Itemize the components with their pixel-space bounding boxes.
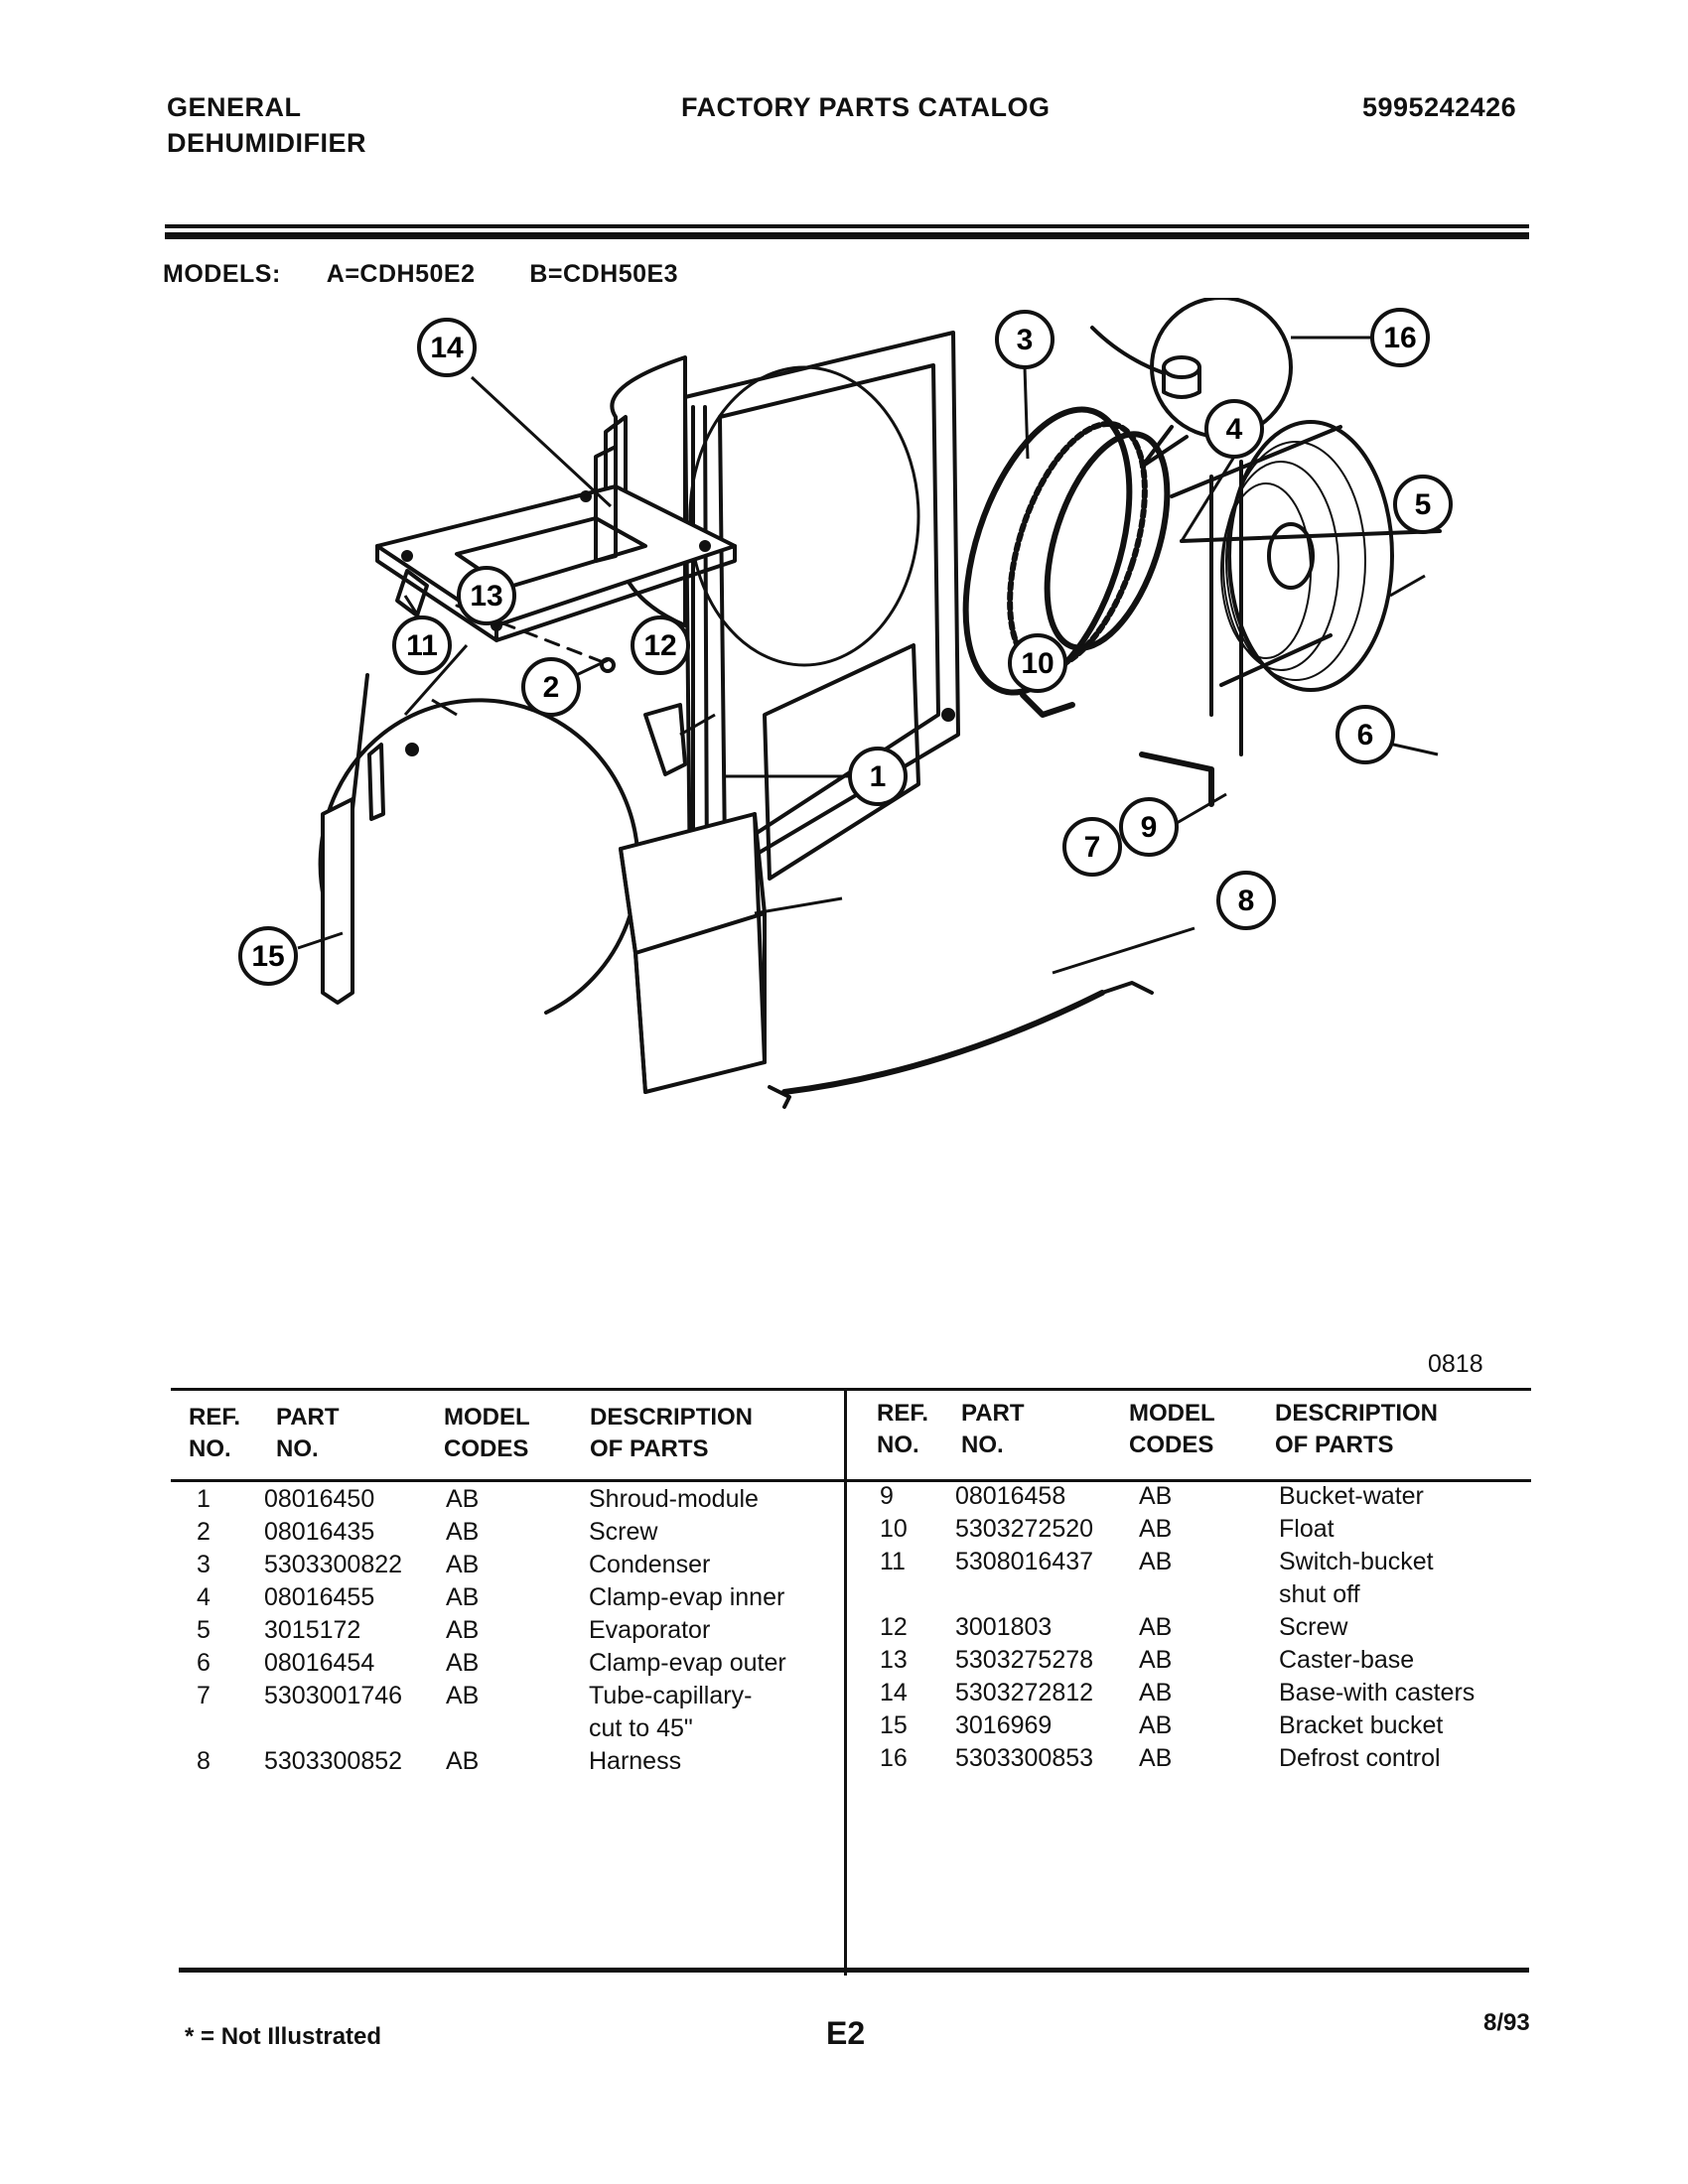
table-header-rule bbox=[171, 1479, 1531, 1482]
catalog-number: 5995242426 bbox=[1362, 92, 1517, 122]
callout-9: 9 bbox=[1141, 811, 1158, 844]
header-rule-bottom bbox=[165, 232, 1529, 239]
callout-5: 5 bbox=[1415, 488, 1432, 521]
switch-bucket-detail bbox=[318, 673, 640, 1015]
callout-1: 1 bbox=[870, 760, 887, 793]
revision-date: 8/93 bbox=[1483, 2009, 1530, 2036]
evaporator bbox=[1170, 420, 1442, 756]
callout-16: 16 bbox=[1383, 322, 1416, 354]
screw bbox=[600, 657, 616, 673]
float bbox=[643, 703, 687, 776]
diagram-code: 0818 bbox=[1428, 1350, 1483, 1378]
callout-10: 10 bbox=[1021, 647, 1054, 680]
callout-7: 7 bbox=[1084, 831, 1101, 864]
callout-4: 4 bbox=[1226, 413, 1243, 446]
shroud-module bbox=[604, 331, 960, 895]
callout-2: 2 bbox=[543, 671, 560, 704]
table-center-divider bbox=[844, 1388, 847, 1976]
left-header-ref: REF.NO. bbox=[189, 1404, 241, 1462]
capillary-tube bbox=[1139, 751, 1214, 807]
callout-15: 15 bbox=[251, 940, 284, 973]
callout-14: 14 bbox=[430, 332, 464, 364]
brand-line: GENERAL bbox=[167, 92, 302, 122]
footer-note: * = Not Illustrated bbox=[185, 2023, 382, 2050]
models-line: MODELS: A=CDH50E2 B=CDH50E3 bbox=[163, 256, 678, 292]
callout-3: 3 bbox=[1017, 324, 1034, 356]
bracket-bucket bbox=[321, 797, 354, 1005]
base-with-casters bbox=[375, 445, 737, 642]
exploded-parts-diagram: 1 2 3 4 5 6 7 8 9 10 11 12 13 14 15 16 bbox=[238, 298, 1453, 1109]
product-title: GENERAL DEHUMIDIFIER bbox=[167, 89, 366, 161]
table-bottom-rule bbox=[179, 1968, 1529, 1973]
right-header-ref: REF.NO. bbox=[877, 1400, 929, 1458]
model-b: B=CDH50E3 bbox=[529, 260, 679, 288]
table-top-rule bbox=[171, 1388, 1531, 1391]
product-line: DEHUMIDIFIER bbox=[167, 128, 366, 158]
callout-11: 11 bbox=[406, 629, 438, 662]
header-rule-top bbox=[165, 224, 1529, 228]
callouts: 1 2 3 4 5 6 7 8 9 10 11 12 13 14 15 16 bbox=[238, 308, 1453, 986]
models-label: MODELS: bbox=[163, 260, 281, 288]
catalog-title: FACTORY PARTS CATALOG bbox=[681, 92, 1051, 122]
callout-13: 13 bbox=[470, 580, 502, 613]
callout-6: 6 bbox=[1357, 719, 1374, 751]
page-number: E2 bbox=[826, 2015, 866, 2051]
bucket-water bbox=[619, 812, 767, 1094]
callout-12: 12 bbox=[643, 629, 676, 662]
model-a: A=CDH50E2 bbox=[326, 260, 476, 288]
harness bbox=[768, 981, 1154, 1109]
callout-8: 8 bbox=[1238, 885, 1255, 917]
